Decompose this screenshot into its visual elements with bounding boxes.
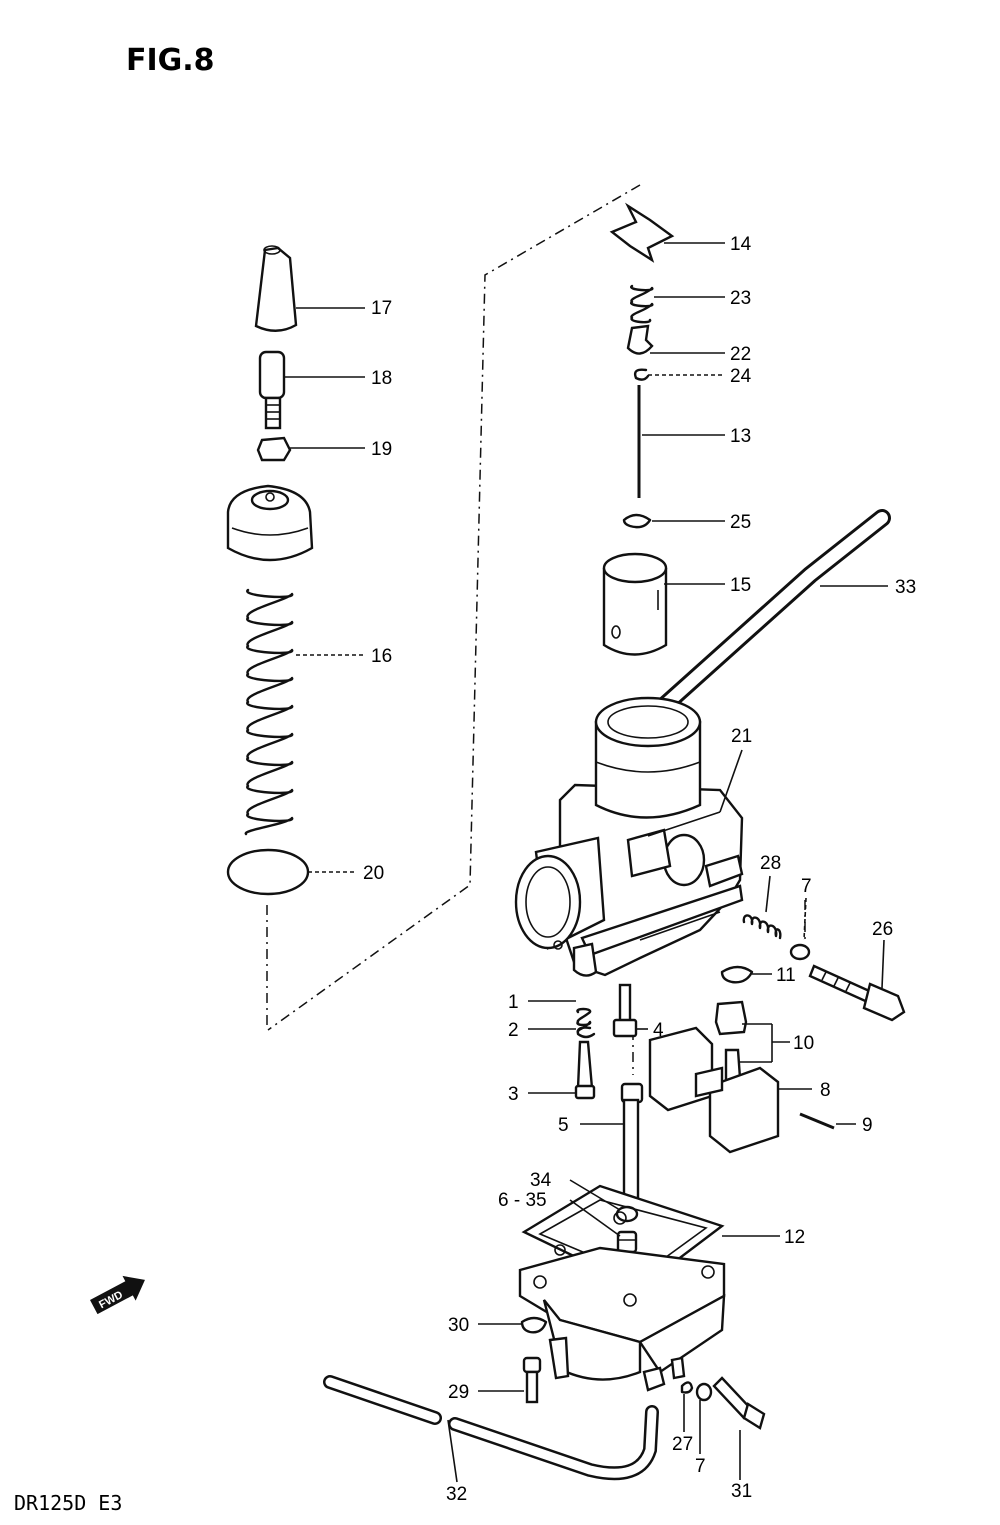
drain-screw-washer-part xyxy=(680,1381,694,1394)
jet-spring-part xyxy=(576,1007,592,1034)
callout-26: 26 xyxy=(872,919,893,940)
float-pin-part xyxy=(799,1112,835,1130)
pilot-air-screw-part xyxy=(808,964,906,1022)
chamber-screw-part xyxy=(522,1356,542,1404)
callout-12: 12 xyxy=(784,1227,805,1248)
o-ring-part xyxy=(226,848,310,896)
callout-31: 31 xyxy=(731,1481,752,1502)
callout-4: 4 xyxy=(653,1020,664,1041)
needle-spring-part xyxy=(630,284,654,324)
rubber-cap-part xyxy=(254,245,298,332)
callout-23: 23 xyxy=(730,288,751,309)
drain-screw-part xyxy=(712,1376,766,1430)
needle-retainer-part xyxy=(609,202,675,263)
callout-6-35: 6 - 35 xyxy=(498,1190,547,1211)
callout-numbers: 14 23 22 24 13 25 15 33 17 18 19 16 20 2… xyxy=(363,234,916,1505)
drain-plug-small-part xyxy=(616,1230,638,1254)
throttle-slide-part xyxy=(602,552,668,656)
callout-16: 16 xyxy=(371,646,392,667)
callout-20: 20 xyxy=(363,863,384,884)
slow-jet-part xyxy=(574,1040,596,1100)
throttle-spring-part xyxy=(244,588,294,836)
model-code: DR125D E3 xyxy=(14,1491,122,1515)
callout-33: 33 xyxy=(895,577,916,598)
fwd-arrow-icon: FWD xyxy=(90,1275,145,1315)
chamber-top-cap-part xyxy=(226,484,314,562)
callout-13: 13 xyxy=(730,426,751,447)
float-part xyxy=(648,1026,780,1154)
callout-34: 34 xyxy=(530,1170,552,1191)
main-jet-part xyxy=(620,1082,644,1200)
callout-17: 17 xyxy=(371,298,392,319)
carburetor-body-part xyxy=(514,696,744,977)
callout-25: 25 xyxy=(730,512,751,533)
retaining-clip-part xyxy=(576,1026,596,1039)
figure-title: FIG.8 xyxy=(126,43,215,78)
pilot-screw-spring-part xyxy=(742,914,782,940)
o-ring-small-upper-part xyxy=(789,943,811,961)
cable-adjuster-part xyxy=(258,350,286,430)
callout-27: 27 xyxy=(672,1434,693,1455)
callout-7a: 7 xyxy=(801,876,812,897)
assembly-guide-line-main xyxy=(267,184,641,1031)
callout-2: 2 xyxy=(508,1020,519,1041)
chamber-screw-washer-part xyxy=(520,1316,548,1334)
needle-washer-part xyxy=(622,513,652,529)
callout-14: 14 xyxy=(730,234,752,255)
callout-1: 1 xyxy=(508,992,519,1013)
drain-tube-part xyxy=(323,1375,659,1481)
o-ring-small-lower-part xyxy=(695,1382,713,1402)
callout-7b: 7 xyxy=(695,1456,706,1477)
main-jet-washer-part xyxy=(615,1205,639,1223)
callout-10: 10 xyxy=(793,1033,814,1054)
callout-19: 19 xyxy=(371,439,392,460)
lock-nut-part xyxy=(256,436,292,462)
leader-lines xyxy=(284,242,888,1483)
callout-9: 9 xyxy=(862,1115,873,1136)
callout-24: 24 xyxy=(730,366,752,387)
washer-part xyxy=(720,965,754,984)
callout-11: 11 xyxy=(776,965,796,986)
callout-32: 32 xyxy=(446,1484,467,1505)
callout-18: 18 xyxy=(371,368,392,389)
needle-jet-part xyxy=(612,983,638,1038)
callout-8: 8 xyxy=(820,1080,831,1101)
callout-22: 22 xyxy=(730,344,751,365)
callout-28: 28 xyxy=(760,853,781,874)
needle-holder-part xyxy=(626,324,654,355)
float-chamber-part xyxy=(518,1246,726,1392)
vent-tube-part xyxy=(656,509,891,714)
e-clip-part xyxy=(633,368,650,381)
callout-29: 29 xyxy=(448,1382,469,1403)
callout-21: 21 xyxy=(731,726,752,747)
callout-15: 15 xyxy=(730,575,751,596)
svg-text:FWD: FWD xyxy=(97,1289,125,1311)
callout-3: 3 xyxy=(508,1084,519,1105)
callout-5: 5 xyxy=(558,1115,569,1136)
callout-30: 30 xyxy=(448,1315,469,1336)
